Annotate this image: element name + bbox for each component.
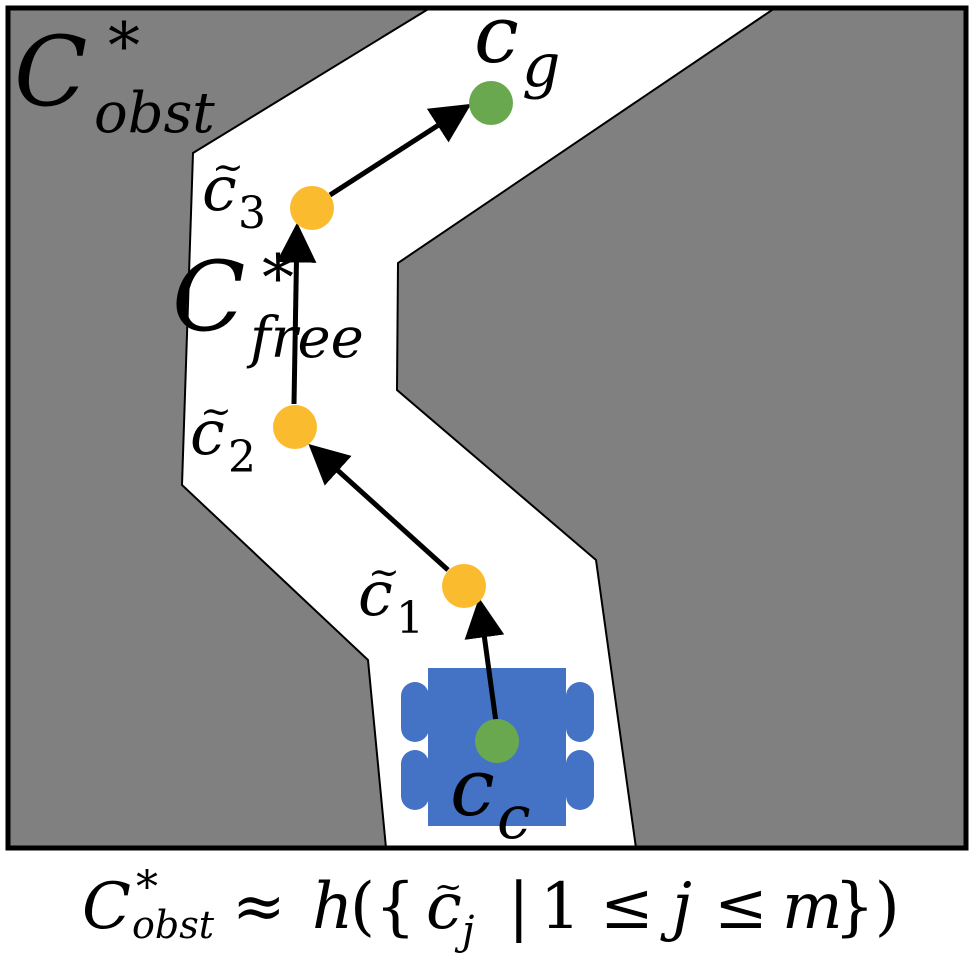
wp2-label-main: c: [190, 396, 225, 469]
formula-star: *: [136, 862, 158, 913]
obstacle-space-label: C * obst: [14, 10, 215, 146]
waypoint-2: [273, 405, 317, 449]
robot-wheel-front-left: [401, 682, 429, 742]
wp2-tilde: ~: [200, 389, 232, 433]
free-label-sub: free: [246, 306, 364, 371]
current-label: c c: [450, 741, 531, 853]
formula-c: c: [426, 870, 462, 944]
free-space-label: C * free: [172, 241, 364, 371]
workspace-border: [5, 5, 969, 851]
robot-wheel-rear-left: [401, 750, 429, 810]
formula-leq1: ≤: [600, 870, 654, 944]
wp1-label-main: c: [358, 557, 393, 630]
free-label-star: *: [262, 242, 294, 316]
wp2-label-sub: 2: [228, 432, 256, 483]
formula: C * obst ≈ h ({ ~ c j | 1 ≤ j ≤ m }): [82, 862, 900, 954]
formula-m: m: [782, 870, 843, 944]
goal-label: c g: [474, 0, 560, 101]
formula-C: C: [82, 870, 131, 944]
wp3-label-sub: 3: [238, 188, 266, 239]
current-label-sub: c: [497, 783, 531, 853]
waypoint-3-label: ~ c 3: [202, 145, 266, 239]
arrow-wp2-to-wp3: [276, 222, 317, 405]
formula-bar: |: [508, 870, 530, 944]
formula-j: j: [660, 870, 692, 944]
current-label-main: c: [450, 741, 495, 834]
formula-sub: obst: [132, 903, 215, 947]
arrow-current-to-wp1: [464, 597, 505, 723]
obst-label-star: *: [108, 10, 140, 84]
wp1-tilde: ~: [368, 550, 400, 594]
obst-label-sub: obst: [94, 81, 215, 146]
waypoint-2-label: ~ c 2: [190, 389, 256, 483]
formula-open: ({: [350, 870, 416, 944]
waypoint-1-label: ~ c 1: [358, 550, 424, 644]
formula-h: h: [312, 870, 353, 944]
formula-tilde: ~: [434, 867, 463, 907]
obst-label-main: C: [14, 16, 87, 128]
wp3-tilde: ~: [212, 145, 244, 189]
formula-leq2: ≤: [714, 870, 768, 944]
goal-label-sub: g: [522, 31, 560, 101]
waypoint-1: [442, 564, 486, 608]
robot-wheel-rear-right: [566, 750, 594, 810]
wp3-label-main: c: [202, 152, 237, 225]
free-label-main: C: [172, 241, 245, 353]
arrow-wp1-to-wp2: [308, 443, 450, 572]
formula-close: }): [834, 870, 900, 944]
formula-approx: ≈: [232, 870, 286, 944]
wp1-label-sub: 1: [396, 593, 424, 644]
robot-wheel-front-right: [566, 682, 594, 742]
goal-point: [469, 81, 513, 125]
current-point: [475, 719, 519, 763]
arrow-wp3-to-goal: [328, 103, 472, 198]
waypoint-3: [290, 186, 334, 230]
robot: [401, 668, 594, 826]
formula-one: 1: [540, 870, 581, 944]
goal-label-main: c: [474, 0, 519, 81]
